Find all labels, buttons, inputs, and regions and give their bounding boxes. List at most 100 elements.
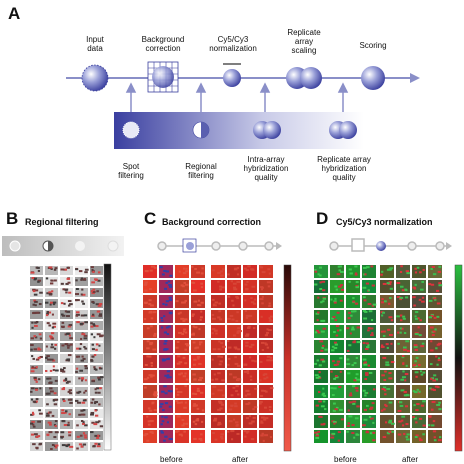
array-speck (430, 340, 432, 342)
array-speck (351, 328, 355, 330)
array-speck (61, 409, 64, 411)
array-speck (55, 431, 59, 433)
array-speck (200, 311, 202, 313)
array-speck (162, 360, 165, 362)
array-speck (338, 386, 340, 388)
array-speck (262, 349, 264, 351)
array-speck (382, 357, 386, 359)
array-speck (339, 329, 341, 331)
panel-c-colorbar (284, 265, 291, 451)
array-speck (261, 390, 264, 392)
array-speck (46, 314, 48, 316)
array-speck (185, 284, 188, 286)
array-speck (161, 317, 163, 319)
array-speck (364, 394, 366, 396)
array-speck (39, 303, 42, 305)
array-speck (65, 378, 67, 380)
array-speck (83, 392, 85, 394)
array-speck (404, 391, 407, 393)
array-speck (52, 415, 55, 417)
array-speck (429, 300, 433, 302)
array-speck (341, 418, 344, 420)
array-speck (76, 288, 79, 290)
array-speck (405, 340, 409, 342)
array-speck (191, 266, 193, 268)
array-speck (227, 318, 231, 320)
array-speck (46, 277, 48, 279)
array-speck (61, 283, 64, 285)
array-speck (184, 362, 187, 364)
array-speck (69, 389, 72, 391)
array-speck (231, 300, 234, 302)
array-speck (236, 311, 238, 313)
array-speck (419, 319, 422, 321)
array-speck (151, 365, 153, 367)
panel-d-label: D (316, 210, 328, 227)
array-speck (436, 316, 439, 318)
array-speck (348, 344, 351, 346)
array-speck (401, 416, 405, 418)
array-speck (433, 430, 436, 432)
array-speck (81, 402, 85, 404)
array-speck (372, 402, 375, 404)
array-speck (335, 375, 338, 377)
array-speck (251, 438, 254, 440)
array-speck (32, 443, 36, 445)
array-tile (143, 295, 157, 308)
array-speck (356, 357, 358, 359)
array-speck (182, 302, 184, 304)
array-speck (399, 332, 401, 334)
array-speck (363, 318, 367, 320)
array-speck (263, 419, 266, 421)
array-speck (50, 346, 54, 348)
array-speck (162, 273, 165, 275)
array-speck (349, 401, 353, 403)
array-speck (247, 327, 250, 329)
array-speck (413, 364, 417, 366)
array-speck (398, 434, 401, 436)
array-speck (388, 377, 392, 379)
array-speck (76, 447, 79, 449)
array-speck (346, 327, 349, 329)
panel-d-array-grid (314, 265, 442, 443)
array-speck (352, 364, 355, 366)
array-speck (167, 370, 170, 372)
array-speck (400, 327, 402, 329)
array-speck (76, 311, 80, 313)
array-speck (414, 360, 417, 362)
array-speck (159, 406, 162, 408)
array-speck (69, 402, 73, 404)
array-speck (235, 421, 238, 423)
array-speck (366, 283, 369, 285)
array-speck (200, 283, 203, 285)
array-speck (75, 293, 79, 295)
array-speck (91, 402, 94, 404)
array-speck (95, 392, 98, 394)
array-speck (387, 282, 390, 284)
array-speck (367, 344, 369, 346)
array-speck (330, 387, 333, 389)
array-speck (227, 340, 229, 342)
array-speck (67, 424, 70, 426)
array-speck (430, 349, 433, 351)
array-speck (90, 326, 93, 328)
array-speck (84, 365, 87, 367)
array-speck (419, 418, 422, 420)
array-speck (352, 301, 355, 303)
array-speck (200, 392, 203, 394)
array-speck (150, 270, 153, 272)
array-speck (63, 400, 66, 402)
array-speck (384, 371, 387, 373)
array-speck (386, 388, 390, 390)
array-speck (418, 364, 421, 366)
array-speck (55, 420, 58, 422)
array-speck (383, 283, 387, 285)
step-scoring-label: Scoring (348, 41, 398, 50)
array-speck (246, 431, 250, 433)
array-speck (355, 377, 357, 379)
array-speck (162, 409, 165, 411)
array-speck (319, 340, 323, 342)
array-speck (82, 423, 85, 425)
array-speck (400, 286, 404, 288)
